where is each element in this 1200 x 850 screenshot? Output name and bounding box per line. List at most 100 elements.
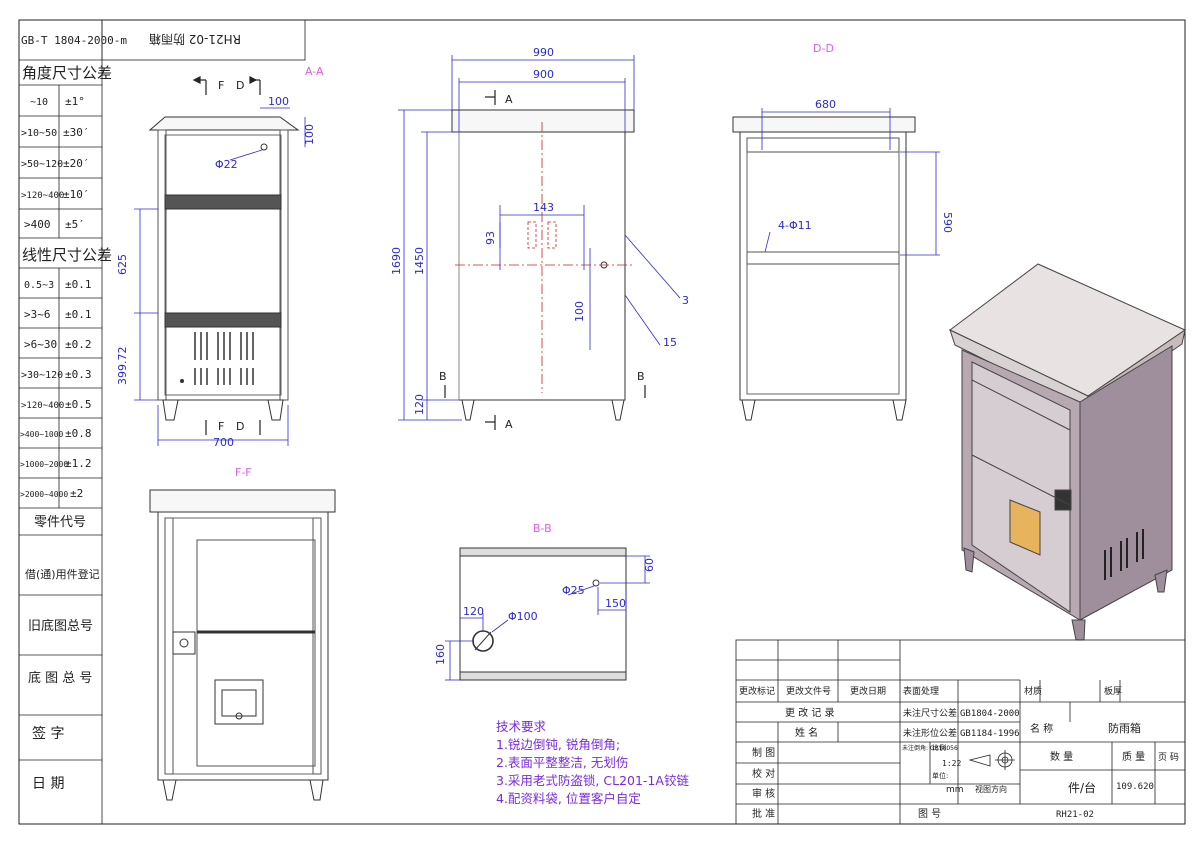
svg-text:±30′: ±30′ bbox=[63, 126, 90, 139]
svg-text:图 号: 图 号 bbox=[918, 808, 941, 820]
dim-1690: 1690 bbox=[390, 247, 403, 275]
svg-text:未注倒角: GB18056: 未注倒角: GB18056 bbox=[902, 744, 958, 752]
dim-93: 93 bbox=[484, 231, 497, 245]
svg-text:数 量: 数 量 bbox=[1050, 750, 1073, 763]
svg-text:±0.1: ±0.1 bbox=[65, 278, 92, 291]
dim-60: 60 bbox=[643, 558, 656, 572]
svg-text:表面处理: 表面处理 bbox=[903, 685, 939, 697]
svg-text:±0.3: ±0.3 bbox=[65, 368, 92, 381]
svg-text:更改标记: 更改标记 bbox=[739, 685, 775, 697]
angle-title: 角度尺寸公差 bbox=[22, 64, 112, 82]
svg-text:>10~50: >10~50 bbox=[21, 128, 57, 139]
callout-15: 15 bbox=[663, 336, 677, 349]
table-header: GB-T 1804-2000-m bbox=[21, 34, 127, 47]
record-labels: 零件代号 借(通)用件登记 旧底图总号 底 图 总 号 签 字 日 期 bbox=[25, 515, 100, 792]
svg-text:板厚: 板厚 bbox=[1104, 685, 1122, 697]
svg-text:旧底图总号: 旧底图总号 bbox=[28, 618, 93, 634]
svg-text:0.5~3: 0.5~3 bbox=[24, 280, 54, 291]
svg-text:GB1804-2000: GB1804-2000 bbox=[960, 709, 1020, 719]
svg-text:>400~1000: >400~1000 bbox=[20, 430, 64, 439]
svg-text:材质: 材质 bbox=[1024, 685, 1042, 697]
front-centerlines bbox=[455, 122, 632, 393]
svg-text:±5′: ±5′ bbox=[65, 218, 85, 231]
svg-text:±1°: ±1° bbox=[65, 95, 85, 108]
svg-text:GB1184-1996: GB1184-1996 bbox=[960, 729, 1020, 739]
section-ff-view bbox=[149, 489, 336, 801]
svg-text:未注形位公差: 未注形位公差 bbox=[903, 727, 957, 739]
svg-text:±0.1: ±0.1 bbox=[65, 308, 92, 321]
dim-4phi11: 4-Φ11 bbox=[778, 219, 812, 232]
title-block bbox=[735, 639, 1186, 825]
mark-b-right: B bbox=[637, 370, 645, 383]
mark-d-bottom: D bbox=[236, 420, 244, 433]
svg-text:±1.2: ±1.2 bbox=[65, 457, 92, 470]
svg-text:制 图: 制 图 bbox=[752, 746, 775, 759]
svg-text:±0.2: ±0.2 bbox=[65, 338, 92, 351]
svg-text:审 核: 审 核 bbox=[752, 787, 775, 800]
bb-dims bbox=[445, 555, 650, 681]
svg-text:更 改 记 录: 更 改 记 录 bbox=[785, 706, 835, 719]
linear-rows: 0.5~3 ±0.1 >3~6 ±0.1 >6~30 ±0.2 >30~120 … bbox=[20, 278, 92, 500]
svg-text:名 称: 名 称 bbox=[1030, 722, 1053, 735]
callout-3: 3 bbox=[682, 294, 689, 307]
dim-1450: 1450 bbox=[413, 247, 426, 275]
section-dd-view bbox=[732, 116, 916, 421]
dim-680: 680 bbox=[815, 98, 836, 111]
svg-text:页 码: 页 码 bbox=[1158, 752, 1179, 763]
section-aa-view bbox=[148, 116, 300, 421]
svg-text:>120~400: >120~400 bbox=[21, 191, 64, 201]
svg-text:未注尺寸公差: 未注尺寸公差 bbox=[903, 707, 957, 719]
svg-text:签 字: 签 字 bbox=[32, 725, 64, 742]
section-bb-view bbox=[459, 547, 627, 681]
dim-phi100: Φ100 bbox=[508, 610, 538, 623]
dim-990: 990 bbox=[533, 46, 554, 59]
dim-625: 625 bbox=[116, 254, 129, 275]
svg-text:RH21-02: RH21-02 bbox=[1056, 810, 1094, 820]
svg-text:1:22: 1:22 bbox=[942, 759, 961, 768]
dim-120b: 120 bbox=[463, 605, 484, 618]
label-aa: A-A bbox=[305, 65, 324, 78]
mark-a-bottom: A bbox=[505, 418, 513, 431]
svg-text:校 对: 校 对 bbox=[752, 767, 775, 780]
svg-text:姓 名: 姓 名 bbox=[795, 726, 818, 739]
svg-text:零件代号: 零件代号 bbox=[34, 515, 86, 530]
svg-text:更改日期: 更改日期 bbox=[850, 685, 886, 697]
label-dd: D-D bbox=[813, 42, 834, 55]
title-stamp: RH21-02 防雨箱 bbox=[149, 32, 241, 47]
section-arrows-fd bbox=[192, 76, 261, 435]
dim-100-top: 100 bbox=[268, 95, 289, 108]
dim-120: 120 bbox=[413, 394, 426, 415]
tolerance-table bbox=[18, 19, 306, 825]
front-view bbox=[451, 109, 635, 421]
section-arrows-ab bbox=[444, 90, 646, 430]
svg-text:比例:: 比例: bbox=[932, 743, 948, 752]
tech-note-1: 1.锐边倒钝, 锐角倒角; bbox=[496, 737, 620, 752]
svg-text:日 期: 日 期 bbox=[32, 776, 64, 792]
label-bb: B-B bbox=[533, 522, 552, 535]
dim-900: 900 bbox=[533, 68, 554, 81]
dim-160: 160 bbox=[434, 644, 447, 665]
svg-text:>3~6: >3~6 bbox=[24, 308, 51, 321]
svg-text:±20′: ±20′ bbox=[63, 157, 90, 170]
projection-symbol bbox=[968, 750, 1015, 770]
dim-150: 150 bbox=[605, 597, 626, 610]
svg-text:>2000~4000: >2000~4000 bbox=[20, 490, 68, 499]
label-ff: F-F bbox=[235, 466, 252, 479]
tech-note-2: 2.表面平整整洁, 无划伤 bbox=[496, 755, 628, 770]
angle-rows: ~10 ±1° >10~50 ±30′ >50~120 ±20′ >120~40… bbox=[21, 95, 90, 231]
svg-text:更改文件号: 更改文件号 bbox=[786, 685, 831, 697]
mark-b-left: B bbox=[439, 370, 447, 383]
dim-phi25: Φ25 bbox=[562, 584, 585, 597]
svg-text:±0.5: ±0.5 bbox=[65, 398, 92, 411]
svg-text:底 图 总 号: 底 图 总 号 bbox=[28, 670, 92, 686]
svg-text:批 准: 批 准 bbox=[752, 807, 775, 820]
mark-a-top: A bbox=[505, 93, 513, 106]
svg-text:件/台: 件/台 bbox=[1068, 780, 1096, 795]
dim-100-side: 100 bbox=[303, 124, 316, 145]
dim-phi22: Φ22 bbox=[215, 158, 238, 171]
svg-text:>1000~2000: >1000~2000 bbox=[20, 460, 68, 469]
svg-text:±10′: ±10′ bbox=[63, 188, 90, 201]
svg-text:质 量: 质 量 bbox=[1122, 751, 1145, 763]
linear-title: 线性尺寸公差 bbox=[22, 246, 112, 264]
